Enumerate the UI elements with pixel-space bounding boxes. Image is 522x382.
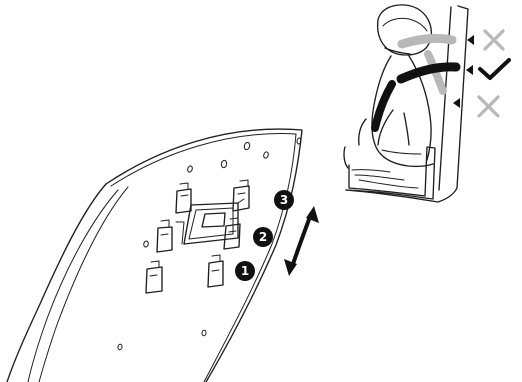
step-badge-1: 1 <box>235 261 255 281</box>
step-label-3: 3 <box>280 193 288 207</box>
clip-low-left <box>146 261 162 293</box>
seat-shell <box>7 129 302 382</box>
step-label-2: 2 <box>259 230 267 244</box>
step-badge-3: 3 <box>274 190 294 210</box>
step-label-1: 1 <box>241 264 249 278</box>
step-badge-2: 2 <box>253 227 273 247</box>
clip-low-right <box>208 255 223 287</box>
clip-top-left <box>176 183 191 213</box>
cross-icon <box>485 31 503 49</box>
clip-top-right <box>233 180 249 211</box>
child-figure <box>359 5 433 167</box>
step-badges: 3 2 1 <box>235 190 294 281</box>
shell-holes <box>118 138 302 350</box>
check-icon <box>480 60 509 78</box>
harness-slot-clips <box>146 180 249 293</box>
clip-mid-left <box>157 220 172 252</box>
double-arrow-icon <box>284 206 319 276</box>
cross-icon <box>479 97 498 116</box>
